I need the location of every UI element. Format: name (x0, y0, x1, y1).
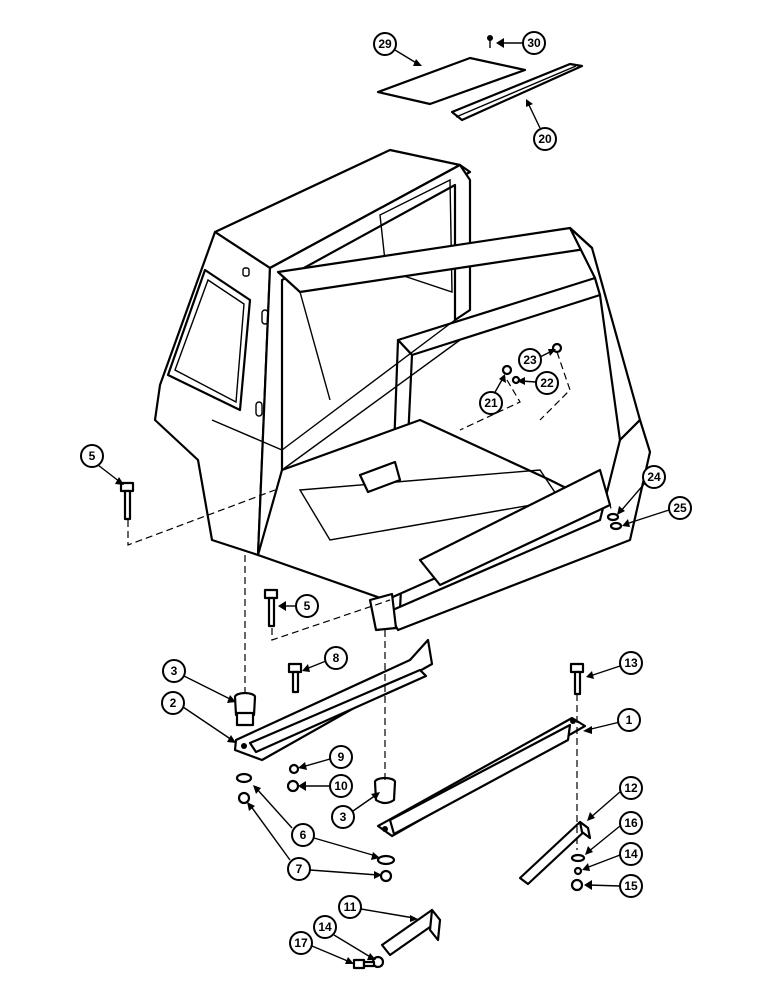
callout-number: 5 (304, 599, 311, 613)
callout-8: 8 (302, 646, 348, 672)
callout-number: 3 (340, 810, 347, 824)
mount-rail-right (376, 716, 587, 838)
callout-number: 2 (170, 696, 177, 710)
callout-6: 6 (253, 785, 380, 860)
callout-number: 6 (300, 828, 307, 842)
callout-number: 21 (484, 396, 498, 410)
callout-number: 29 (378, 37, 392, 51)
isolator-front (373, 776, 397, 805)
callout-number: 10 (334, 779, 348, 793)
callout-number: 8 (333, 651, 340, 665)
callout-14b: 14 (313, 915, 376, 960)
callout-29: 29 (373, 32, 422, 66)
callout-number: 13 (624, 656, 638, 670)
callout-24: 24 (617, 465, 666, 515)
callout-1: 1 (583, 708, 641, 734)
bolt-front (263, 588, 279, 628)
callout-number: 11 (344, 900, 357, 914)
callout-5b: 5 (278, 594, 319, 618)
bolt-left (119, 481, 135, 521)
roof-plate (376, 56, 527, 106)
callout-number: 7 (296, 862, 303, 876)
callout-21: 21 (479, 374, 506, 415)
bolt-right (569, 662, 585, 696)
lower-hardware (235, 763, 586, 969)
bracket-lower-left (380, 908, 442, 957)
callout-22: 22 (517, 371, 559, 395)
assembly-lines (127, 351, 613, 850)
callout-14a: 14 (582, 842, 643, 871)
callout-number: 20 (538, 132, 552, 146)
cab-frame (153, 148, 652, 632)
roof-nuts-washers (501, 342, 563, 385)
callout-number: 24 (647, 470, 661, 484)
callout-11: 11 (338, 895, 418, 922)
callout-number: 23 (523, 353, 537, 367)
callout-number: 1 (626, 713, 633, 727)
callout-10: 10 (298, 774, 353, 798)
washer-nut-front-right (606, 512, 623, 531)
callout-15: 15 (584, 874, 643, 898)
bolt-bracket (287, 662, 303, 694)
callout-number: 17 (294, 936, 308, 950)
callout-30: 30 (496, 31, 546, 55)
mount-bracket-left (233, 638, 434, 762)
callout-number: 3 (171, 664, 178, 678)
callout-number: 16 (624, 816, 638, 830)
bracket-lower-right (518, 820, 592, 886)
callout-number: 25 (673, 501, 687, 515)
callout-3a: 3 (162, 659, 236, 703)
callout-20: 20 (526, 99, 557, 151)
isolator-rear (233, 691, 257, 727)
callout-17: 17 (289, 931, 354, 964)
callout-number: 15 (624, 879, 638, 893)
callout-12: 12 (587, 776, 643, 821)
callout-2: 2 (161, 691, 236, 743)
roof-screw (487, 35, 493, 48)
callout-5a: 5 (80, 444, 124, 485)
callout-7: 7 (247, 802, 382, 881)
callout-9: 9 (298, 745, 353, 770)
bolt-small-lower (352, 958, 376, 970)
callout-25: 25 (622, 496, 692, 527)
callout-3b: 3 (331, 792, 380, 829)
callout-number: 30 (527, 36, 541, 50)
callout-number: 5 (89, 449, 96, 463)
roof-seal-strip (450, 62, 584, 122)
callout-23: 23 (518, 348, 556, 372)
callout-16: 16 (585, 811, 643, 855)
callout-number: 14 (318, 920, 332, 934)
callout-number: 12 (624, 781, 638, 795)
callout-number: 14 (624, 847, 638, 861)
callout-13: 13 (586, 651, 643, 679)
callout-number: 9 (338, 750, 345, 764)
callout-number: 22 (540, 376, 554, 390)
